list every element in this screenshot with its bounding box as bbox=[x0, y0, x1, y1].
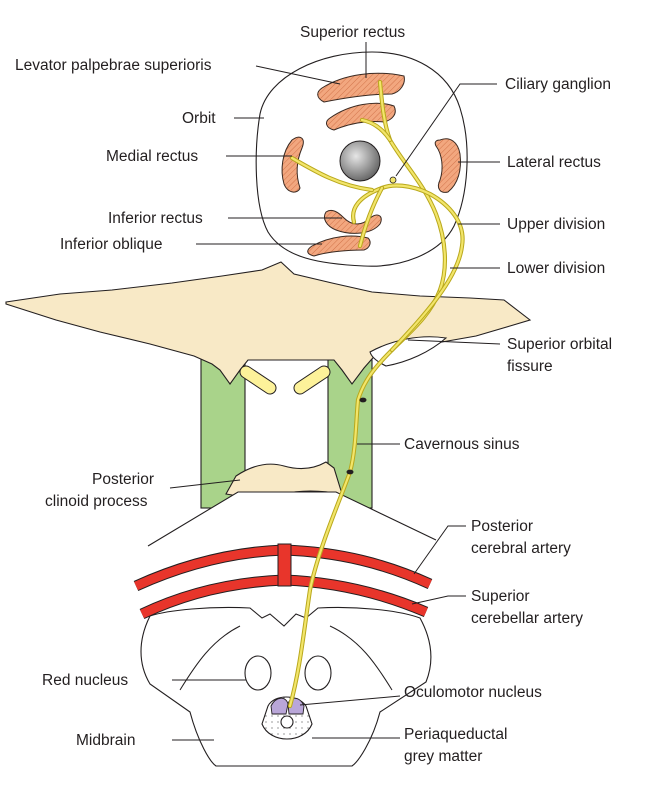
label-posterior-cerebral-artery-line2: cerebral artery bbox=[471, 540, 571, 557]
red-nucleus-right bbox=[304, 655, 332, 691]
cerebral-aqueduct bbox=[280, 715, 294, 729]
nerve-stubs bbox=[239, 365, 331, 395]
clivus bbox=[147, 491, 437, 547]
label-periaqueductal-line2: grey matter bbox=[404, 748, 482, 765]
cerebral-peduncle-left bbox=[179, 625, 241, 691]
label-superior-cerebellar-artery-line2: cerebellar artery bbox=[471, 610, 583, 627]
label-ciliary-ganglion: Ciliary ganglion bbox=[505, 76, 611, 93]
label-upper-division: Upper division bbox=[507, 216, 605, 233]
medial-rectus bbox=[281, 136, 304, 193]
cerebral-peduncle-right bbox=[329, 625, 393, 691]
ciliary-ganglion bbox=[389, 176, 397, 184]
label-inferior-oblique: Inferior oblique bbox=[60, 236, 163, 253]
label-oculomotor-nucleus: Oculomotor nucleus bbox=[404, 684, 542, 701]
label-periaqueductal-line1: Periaqueductal bbox=[404, 726, 507, 743]
label-lateral-rectus: Lateral rectus bbox=[507, 154, 601, 171]
label-levator-palpebrae-superioris: Levator palpebrae superioris bbox=[15, 57, 212, 74]
label-superior-orbital-fissure-line2: fissure bbox=[507, 358, 553, 375]
red-nucleus-left bbox=[244, 655, 272, 691]
label-superior-cerebellar-artery-line1: Superior bbox=[471, 588, 530, 605]
label-posterior-cerebral-artery-line1: Posterior bbox=[471, 518, 533, 535]
inferior-oblique bbox=[307, 235, 371, 257]
oculomotor-nerve bbox=[287, 79, 465, 709]
eyeball bbox=[339, 140, 381, 182]
label-inferior-rectus: Inferior rectus bbox=[108, 210, 203, 227]
label-orbit: Orbit bbox=[182, 110, 216, 127]
label-posterior-clinoid-line2: clinoid process bbox=[45, 493, 148, 510]
midbrain-outline bbox=[140, 606, 432, 767]
label-superior-rectus: Superior rectus bbox=[300, 24, 405, 41]
label-cavernous-sinus: Cavernous sinus bbox=[404, 436, 520, 453]
sphenoid-bone bbox=[5, 261, 532, 385]
lateral-rectus bbox=[434, 138, 461, 193]
basilar-artery bbox=[277, 543, 292, 587]
label-superior-orbital-fissure-line1: Superior orbital bbox=[507, 336, 612, 353]
label-red-nucleus: Red nucleus bbox=[42, 672, 128, 689]
label-posterior-clinoid-line1: Posterior bbox=[92, 471, 154, 488]
label-lower-division: Lower division bbox=[507, 260, 605, 277]
label-midbrain: Midbrain bbox=[76, 732, 135, 749]
oculomotor-nucleus bbox=[270, 697, 289, 715]
label-medial-rectus: Medial rectus bbox=[106, 148, 198, 165]
leader-lines bbox=[169, 42, 501, 741]
levator-palpebrae-superioris bbox=[317, 72, 405, 103]
